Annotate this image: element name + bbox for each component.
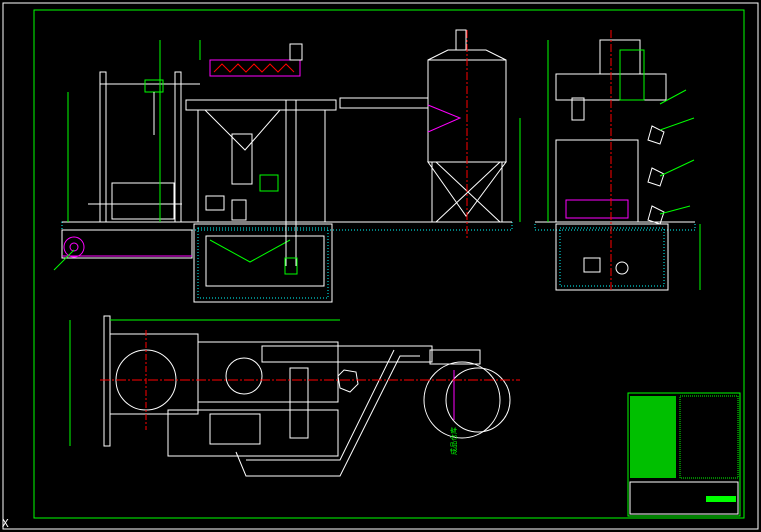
ground-hatch [61, 221, 696, 231]
side-view-right [555, 30, 669, 291]
front-view-main-frame [185, 43, 337, 275]
vertical-note: 成品仓库 [449, 427, 458, 455]
front-view-hoist [67, 71, 200, 223]
ucs-icon: X [2, 517, 9, 530]
front-view-pit-left [61, 223, 333, 303]
dimension-leaders [53, 40, 701, 446]
title-block [627, 392, 741, 517]
front-view-duct-silo [339, 29, 507, 240]
plan-view [100, 315, 520, 477]
